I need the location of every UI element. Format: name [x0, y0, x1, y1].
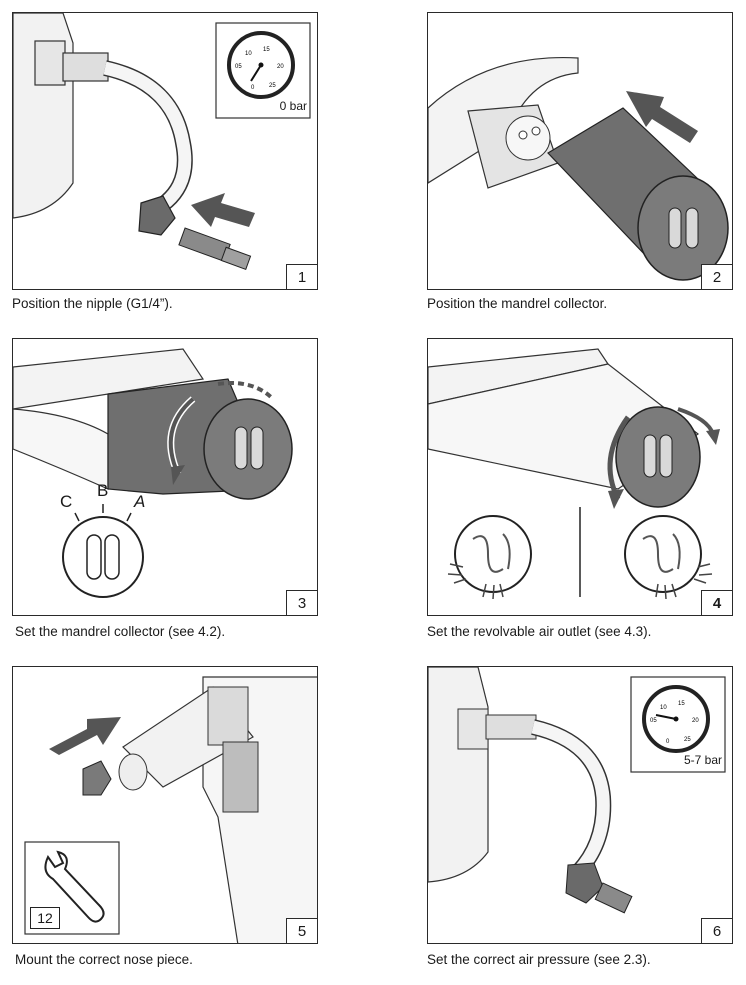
step-number: 1 [286, 264, 317, 289]
svg-text:05: 05 [650, 718, 657, 724]
air-pressure-illustration: 10 15 05 20 0 25 [428, 667, 726, 914]
wrench-size-label: 12 [30, 907, 60, 929]
step-5-caption: Mount the correct nose piece. [15, 952, 193, 967]
nipple-illustration: 10 15 05 20 0 25 [13, 13, 311, 271]
step-4-panel: 4 [427, 338, 733, 616]
svg-text:05: 05 [235, 64, 242, 70]
svg-text:0: 0 [666, 739, 670, 745]
air-outlet-illustration [428, 348, 720, 600]
svg-text:20: 20 [277, 64, 284, 70]
svg-text:20: 20 [692, 718, 699, 724]
position-b-label: B [97, 481, 109, 500]
svg-text:15: 15 [263, 47, 270, 53]
step-1-panel: 10 15 05 20 0 25 0 bar 1 [12, 12, 318, 290]
step-number: 4 [701, 590, 732, 615]
step-2-panel: 2 [427, 12, 733, 290]
svg-text:10: 10 [660, 705, 667, 711]
svg-text:0: 0 [251, 85, 255, 91]
step-1-caption: Position the nipple (G1/4”). [12, 296, 173, 311]
svg-text:25: 25 [684, 737, 691, 743]
mandrel-collector-illustration [428, 56, 729, 281]
nose-piece-illustration [24, 676, 317, 943]
step-4-caption: Set the revolvable air outlet (see 4.3). [427, 624, 652, 639]
gauge-reading-1: 0 bar [279, 99, 307, 113]
step-6-caption: Set the correct air pressure (see 2.3). [427, 952, 651, 967]
step-3-panel: C B A 3 [12, 338, 318, 616]
step-number: 5 [286, 918, 317, 943]
gauge-reading-6: 5-7 bar [683, 753, 722, 767]
step-number: 6 [701, 918, 732, 943]
svg-text:25: 25 [269, 83, 276, 89]
step-5-panel: 12 5 [12, 666, 318, 944]
step-number: 2 [701, 264, 732, 289]
svg-text:10: 10 [245, 51, 252, 57]
svg-text:15: 15 [678, 701, 685, 707]
step-3-caption: Set the mandrel collector (see 4.2). [15, 624, 226, 639]
step-2-caption: Position the mandrel collector. [427, 296, 608, 311]
step-6-panel: 10 15 05 20 0 25 5-7 bar 6 [427, 666, 733, 944]
position-a-label: A [134, 492, 146, 511]
position-c-label: C [60, 492, 73, 511]
step-number: 3 [286, 590, 317, 615]
set-mandrel-collector-illustration [13, 348, 293, 598]
